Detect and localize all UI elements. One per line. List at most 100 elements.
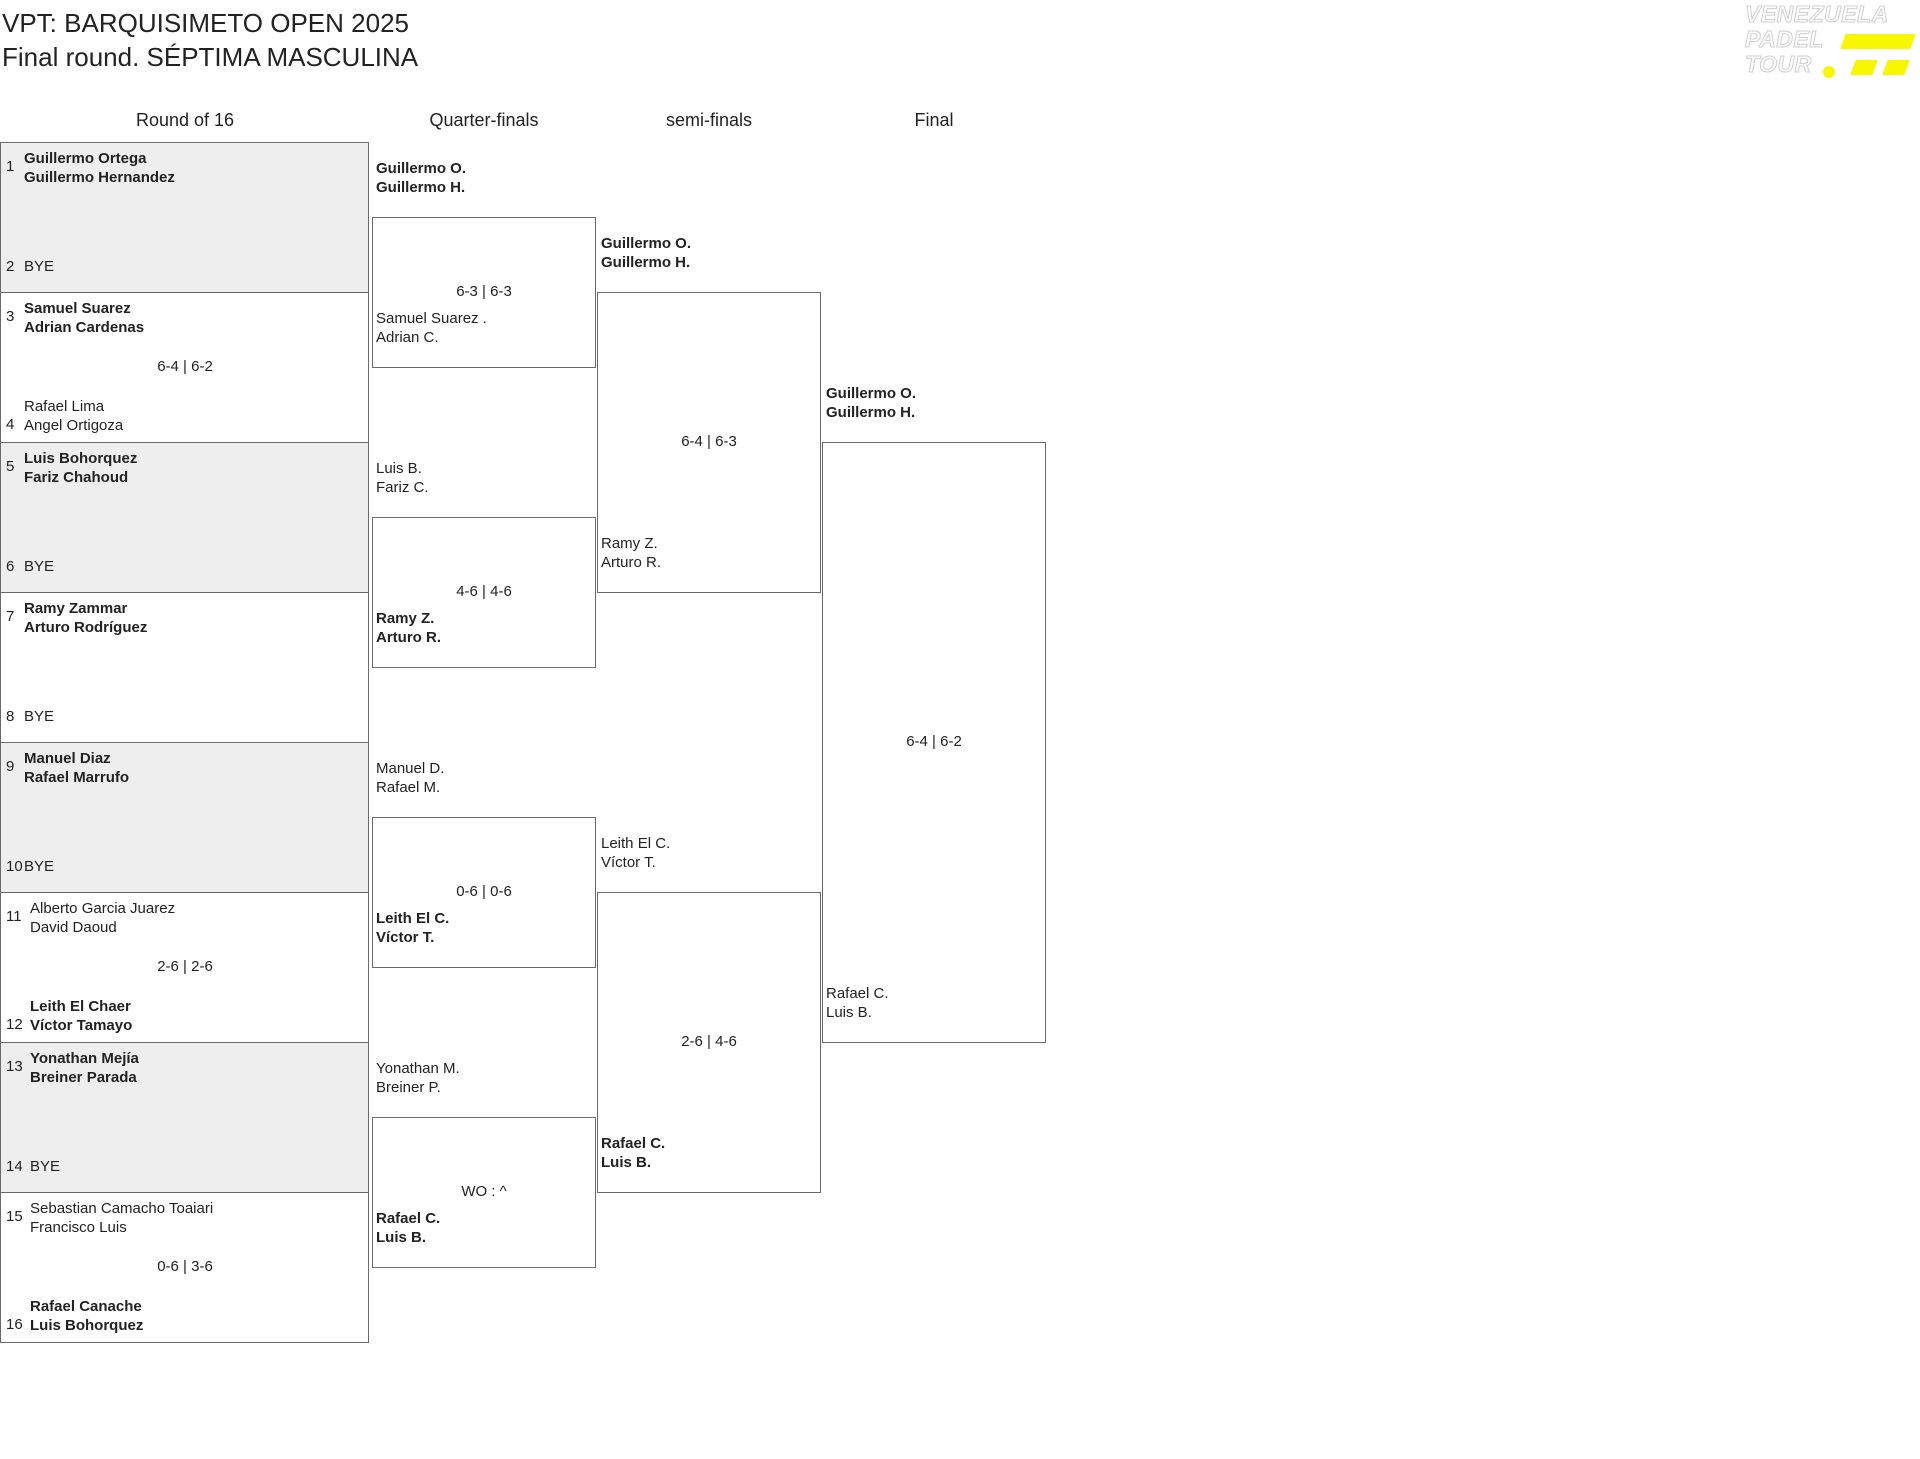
team-names: Luis B. <box>601 1154 652 1171</box>
logo-line: VENEZUELA <box>1745 1 1889 27</box>
team-names: Alberto Garcia Juarez <box>30 900 176 917</box>
team-names: Luis B. <box>376 460 422 477</box>
seed-number: 16 <box>6 1316 23 1333</box>
semi-finals-match[interactable] <box>597 292 821 593</box>
team-names: Arturo R. <box>601 554 662 571</box>
match-score: 6-4 | 6-2 <box>157 358 213 375</box>
round-header-semi-finals: semi-finals <box>665 110 753 130</box>
round-header-round-of-16: Round of 16 <box>135 110 235 130</box>
team-names: Angel Ortigoza <box>24 417 124 434</box>
logo-wordmark: VENEZUELA PADEL TOUR <box>1745 1 1889 77</box>
logo-accent-bar <box>1882 60 1910 75</box>
team-names: Adrian Cardenas <box>24 319 145 336</box>
team-names: Guillermo H. <box>601 254 691 271</box>
team-names: Sebastian Camacho Toaiari <box>30 1200 214 1217</box>
bye-label: BYE <box>24 858 55 875</box>
team-names: Fariz C. <box>376 479 429 496</box>
seed-number: 1 <box>6 158 15 175</box>
seed-number: 6 <box>6 558 15 575</box>
team-names: Leith El C. <box>376 910 450 927</box>
team-names: Adrian C. <box>376 329 439 346</box>
tour-logo: VENEZUELA PADEL TOUR <box>1745 1 1920 82</box>
round-of-16-match[interactable] <box>0 742 369 893</box>
round-of-16-match[interactable] <box>0 442 369 593</box>
seed-number: 4 <box>6 416 15 433</box>
team-names: Samuel Suarez <box>24 300 131 317</box>
team-names: Víctor T. <box>601 854 656 871</box>
team-names: Ramy Z. <box>601 535 658 552</box>
semi-finals-match[interactable] <box>597 892 821 1193</box>
team-names: Manuel Diaz <box>24 750 111 767</box>
round-of-16-match[interactable] <box>0 1192 369 1343</box>
team-names: Guillermo Hernandez <box>24 169 175 186</box>
team-names: Yonathan M. <box>376 1060 460 1077</box>
team-names: Guillermo H. <box>376 179 466 196</box>
seed-number: 7 <box>6 608 15 625</box>
team-names: Samuel Suarez . <box>376 310 487 327</box>
team-names: Luis B. <box>826 1004 872 1021</box>
team-names: Leith El Chaer <box>30 998 131 1015</box>
team-names: Rafael Marrufo <box>24 769 130 786</box>
quarter-finals-match[interactable] <box>372 1117 596 1268</box>
bye-label: BYE <box>24 708 55 725</box>
seed-number: 15 <box>6 1208 23 1225</box>
team-names: Luis Bohorquez <box>24 450 138 467</box>
page-title: VPT: BARQUISIMETO OPEN 2025 <box>2 8 409 38</box>
match-score: 0-6 | 3-6 <box>157 1258 213 1275</box>
team-names: Arturo Rodríguez <box>24 619 148 636</box>
quarter-finals-match[interactable] <box>372 517 596 668</box>
seed-number: 2 <box>6 258 15 275</box>
team-names: Francisco Luis <box>30 1219 127 1236</box>
team-names: Rafael Lima <box>24 398 105 415</box>
logo-line: PADEL <box>1745 26 1824 52</box>
team-names: Guillermo H. <box>826 404 916 421</box>
team-names: Víctor T. <box>376 929 435 946</box>
team-names: Breiner Parada <box>30 1069 137 1086</box>
match-score: 6-4 | 6-3 <box>681 433 737 450</box>
team-names: Guillermo O. <box>376 160 467 177</box>
team-names: Guillermo O. <box>601 235 692 252</box>
match-score: 4-6 | 4-6 <box>456 583 512 600</box>
final-match[interactable] <box>822 442 1046 1043</box>
team-names: Víctor Tamayo <box>30 1017 133 1034</box>
round-header-quarter-finals: Quarter-finals <box>429 110 539 130</box>
seed-number: 3 <box>6 308 15 325</box>
match-score: WO : ^ <box>461 1183 507 1200</box>
team-names: Luis B. <box>376 1229 427 1246</box>
team-names: Guillermo O. <box>826 385 917 402</box>
round-of-16-match[interactable] <box>0 1042 369 1193</box>
match-score: 6-4 | 6-2 <box>906 733 962 750</box>
bye-label: BYE <box>24 258 55 275</box>
team-names: Guillermo Ortega <box>24 150 147 167</box>
bye-label: BYE <box>24 558 55 575</box>
logo-accent-bar <box>1850 60 1878 75</box>
team-names: Breiner P. <box>376 1079 441 1096</box>
quarter-finals-match[interactable] <box>372 217 596 368</box>
seed-number: 11 <box>6 908 22 925</box>
match-score: 6-3 | 6-3 <box>456 283 512 300</box>
team-names: Manuel D. <box>376 760 445 777</box>
team-names: Leith El C. <box>601 835 671 852</box>
team-names: Ramy Zammar <box>24 600 128 617</box>
seed-number: 13 <box>6 1058 23 1075</box>
seed-number: 14 <box>6 1158 23 1175</box>
seed-number: 5 <box>6 458 15 475</box>
match-score: 2-6 | 2-6 <box>157 958 213 975</box>
seed-number: 8 <box>6 708 15 725</box>
team-names: Fariz Chahoud <box>24 469 129 486</box>
round-header-final: Final <box>914 110 954 130</box>
team-names: Rafael C. <box>601 1135 666 1152</box>
bye-label: BYE <box>30 1158 61 1175</box>
logo-accent-bar <box>1840 34 1916 49</box>
round-of-16-match[interactable] <box>0 142 369 293</box>
seed-number: 12 <box>6 1016 23 1033</box>
match-score: 2-6 | 4-6 <box>681 1033 737 1050</box>
team-names: Yonathan Mejía <box>30 1050 139 1067</box>
team-names: Rafael C. <box>826 985 889 1002</box>
logo-accent-dot <box>1823 66 1835 78</box>
match-score: 0-6 | 0-6 <box>456 883 512 900</box>
quarter-finals-match[interactable] <box>372 817 596 968</box>
team-names: Rafael Canache <box>30 1298 142 1315</box>
seed-number: 9 <box>6 758 15 775</box>
logo-line: TOUR <box>1745 51 1812 77</box>
